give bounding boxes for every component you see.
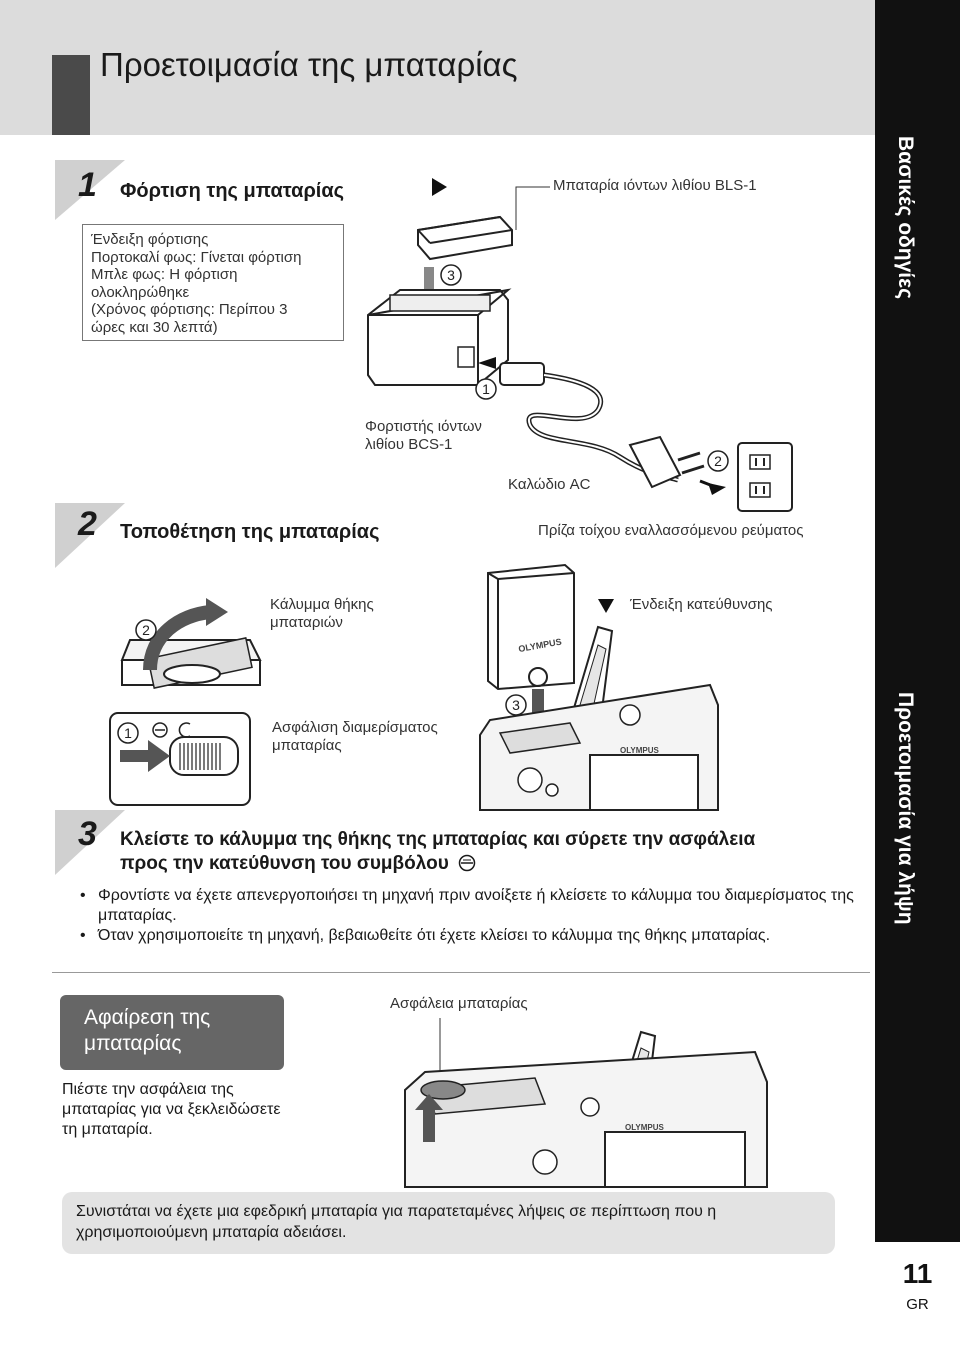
charger-illustration: 3 1 2	[367, 178, 793, 512]
wall-outlet-label: Πρίζα τοίχου εναλλασσόμενου ρεύματος	[538, 522, 804, 539]
page-title: Προετοιμασία της μπαταρίας	[100, 46, 518, 83]
removal-heading-line2: μπαταρίας	[84, 1032, 182, 1055]
step-2-title: Τοποθέτηση της μπαταρίας	[120, 521, 380, 543]
charging-info-line: (Χρόνος φόρτισης: Περίπου 3	[91, 301, 288, 318]
step-1-number: 1	[78, 166, 97, 204]
camera-brand-logo: OLYMPUS	[625, 1123, 664, 1132]
direction-indicator-label: Ένδειξη κατεύθυνσης	[630, 596, 773, 613]
header-marker	[52, 55, 90, 135]
tab-basic-instructions[interactable]: Βασικές οδηγίες	[894, 136, 917, 300]
callout-2: 2	[714, 453, 722, 469]
callout-2: 2	[142, 622, 150, 638]
charging-info-box: Ένδειξη φόρτισης Πορτοκαλί φως: Γίνεται …	[82, 224, 344, 341]
battery-cover-label-line1: Κάλυμμα θήκης	[270, 596, 374, 613]
page-language: GR	[906, 1296, 929, 1313]
camera-brand-logo: OLYMPUS	[620, 746, 659, 755]
step-2-number: 2	[78, 505, 97, 543]
step-3-marker	[55, 810, 125, 875]
camera-cover-illustration: 2 1	[109, 598, 262, 806]
section-divider	[52, 972, 870, 973]
callout-1: 1	[124, 725, 132, 741]
callout-1: 1	[482, 381, 490, 397]
step-3-title-line2-wrap: προς την κατεύθυνση του συμβόλου	[120, 852, 860, 876]
battery-label: Μπαταρία ιόντων λιθίου BLS-1	[553, 177, 757, 194]
tab-preparing-for-shooting[interactable]: Προετοιμασία για λήψη	[894, 692, 917, 925]
step-3-bullets: Φροντίστε να έχετε απενεργοποιήσει τη μη…	[80, 886, 860, 946]
step-3-title-line2: προς την κατεύθυνση του συμβόλου	[120, 853, 449, 874]
charging-info-line: Μπλε φως: Η φόρτιση	[91, 266, 238, 283]
step-3-number: 3	[78, 815, 97, 853]
sidebar-divider-band	[875, 320, 960, 688]
charging-info-line: ολοκληρώθηκε	[91, 283, 190, 301]
battery-insert-illustration: OLYMPUS 3 OLYMPUS	[479, 563, 719, 811]
removal-instructions: Πιέστε την ασφάλεια της μπαταρίας για να…	[62, 1081, 281, 1138]
tip-box: Συνιστάται να έχετε μια εφεδρική μπαταρί…	[62, 1192, 835, 1254]
callout-3: 3	[512, 697, 520, 713]
compartment-lock-label-line1: Ασφάλιση διαμερίσματος	[272, 719, 438, 736]
step-3-title-line1: Κλείστε το κάλυμμα της θήκης της μπαταρί…	[120, 829, 756, 850]
lock-symbol-icon	[458, 854, 476, 872]
charging-info-line: ώρες και 30 λεπτά)	[91, 318, 218, 336]
step-1-title: Φόρτιση της μπαταρίας	[120, 180, 345, 202]
page-number-box	[875, 1242, 960, 1352]
removal-heading-box: Αφαίρεση της μπαταρίας	[60, 995, 284, 1070]
ac-cable-label: Καλώδιο AC	[508, 476, 591, 493]
battery-removal-illustration: OLYMPUS	[404, 1018, 768, 1188]
charger-label-line2: λιθίου BCS-1	[365, 436, 453, 453]
bullet-item: Φροντίστε να έχετε απενεργοποιήσει τη μη…	[80, 886, 860, 926]
step-2-marker	[55, 503, 125, 568]
callout-3: 3	[447, 267, 455, 283]
tip-text: Συνιστάται να έχετε μια εφεδρική μπαταρί…	[76, 1203, 717, 1241]
step-1-marker	[55, 160, 125, 220]
charging-info-line: Ένδειξη φόρτισης	[91, 231, 209, 248]
compartment-lock-label-line2: μπαταρίας	[272, 737, 342, 754]
charger-label-line1: Φορτιστής ιόντων	[365, 418, 482, 435]
battery-cover-label-line2: μπαταριών	[270, 614, 343, 631]
battery-latch-label: Ασφάλεια μπαταρίας	[390, 995, 528, 1012]
removal-heading-line1: Αφαίρεση της	[84, 1006, 211, 1029]
charging-info-line: Πορτοκαλί φως: Γίνεται φόρτιση	[91, 248, 302, 266]
page-number: 11	[902, 1258, 933, 1289]
bullet-item: Όταν χρησιμοποιείτε τη μηχανή, βεβαιωθεί…	[80, 926, 860, 946]
header-band	[0, 0, 875, 135]
step-3-title: Κλείστε το κάλυμμα της θήκης της μπαταρί…	[120, 828, 860, 876]
